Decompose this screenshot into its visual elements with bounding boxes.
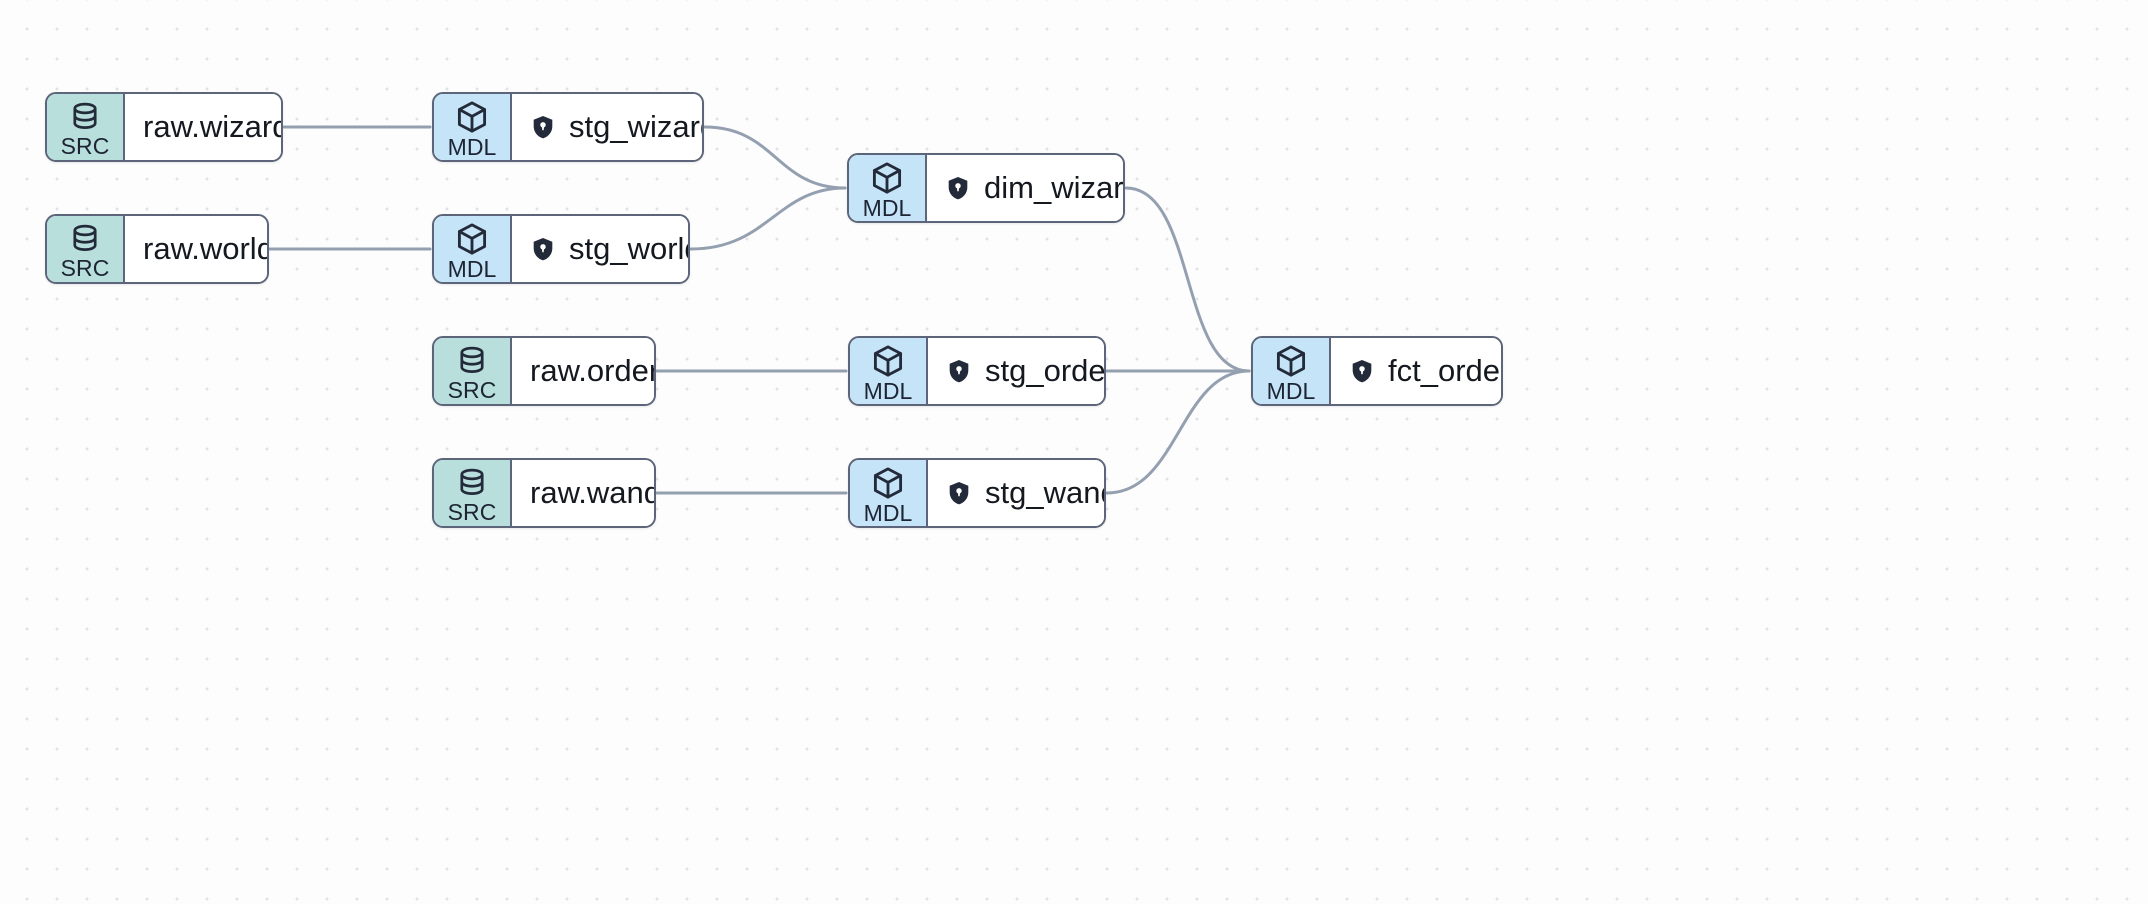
node-badge-raw_worlds: SRC [47,216,125,282]
node-label: raw.orders [530,353,654,388]
node-label: raw.wands [530,475,654,510]
node-body-fct_orders: fct_orders [1331,338,1501,404]
node-body-stg_orders: stg_orders [928,338,1106,404]
edge-stg_wands-to-fct_orders [1105,369,1251,495]
node-type-label: MDL [447,134,497,160]
node-raw_wands[interactable]: SRC raw.wands [432,458,656,528]
node-badge-stg_worlds: MDL [434,216,512,282]
cube-icon [454,99,490,135]
node-body-raw_orders: raw.orders [512,338,654,404]
node-stg_orders[interactable]: MDL stg_orders [848,336,1106,406]
node-stg_wizards[interactable]: MDL stg_wizards [432,92,704,162]
node-body-raw_wands: raw.wands [512,460,654,526]
shield-lock-icon [1349,358,1375,384]
node-label: stg_wizards [569,109,702,144]
node-label: stg_wands [985,475,1104,510]
node-type-label: SRC [60,255,110,281]
node-badge-stg_wands: MDL [850,460,928,526]
node-body-stg_wands: stg_wands [928,460,1104,526]
node-fct_orders[interactable]: MDL fct_orders [1251,336,1503,406]
node-raw_wizards[interactable]: SRC raw.wizards [45,92,283,162]
node-label: raw.worlds [143,231,267,266]
node-type-label: MDL [863,378,913,404]
node-type-label: MDL [1266,378,1316,404]
node-type-label: MDL [863,500,913,526]
node-body-stg_worlds: stg_worlds [512,216,688,282]
node-badge-raw_orders: SRC [434,338,512,404]
shield-lock-icon [946,358,972,384]
database-icon [455,344,489,378]
node-dim_wizards[interactable]: MDL dim_wizards [847,153,1125,223]
node-type-label: SRC [447,499,497,525]
database-icon [68,222,102,256]
edge-stg_worlds-to-dim_wizards [689,186,847,251]
node-badge-stg_wizards: MDL [434,94,512,160]
cube-icon [870,343,906,379]
node-badge-raw_wands: SRC [434,460,512,526]
node-body-raw_worlds: raw.worlds [125,216,267,282]
cube-icon [1273,343,1309,379]
shield-lock-icon [946,480,972,506]
shield-lock-icon [945,175,971,201]
shield-lock-icon [530,236,556,262]
node-badge-raw_wizards: SRC [47,94,125,160]
edge-stg_wizards-to-dim_wizards [703,125,847,190]
node-stg_wands[interactable]: MDL stg_wands [848,458,1106,528]
node-type-label: MDL [447,256,497,282]
node-type-label: SRC [447,377,497,403]
node-label: stg_worlds [569,231,688,266]
node-label: fct_orders [1388,353,1501,388]
database-icon [455,466,489,500]
node-raw_worlds[interactable]: SRC raw.worlds [45,214,269,284]
node-body-raw_wizards: raw.wizards [125,94,281,160]
node-stg_worlds[interactable]: MDL stg_worlds [432,214,690,284]
node-type-label: SRC [60,133,110,159]
shield-lock-icon [530,114,556,140]
cube-icon [454,221,490,257]
node-badge-stg_orders: MDL [850,338,928,404]
node-label: raw.wizards [143,109,281,144]
database-icon [68,100,102,134]
node-body-dim_wizards: dim_wizards [927,155,1124,221]
node-type-label: MDL [862,195,912,221]
node-label: stg_orders [985,353,1106,388]
node-badge-fct_orders: MDL [1253,338,1331,404]
node-label: dim_wizards [984,170,1124,205]
node-badge-dim_wizards: MDL [849,155,927,221]
edge-dim_wizards-to-fct_orders [1124,186,1251,373]
cube-icon [870,465,906,501]
cube-icon [869,160,905,196]
node-body-stg_wizards: stg_wizards [512,94,702,160]
node-raw_orders[interactable]: SRC raw.orders [432,336,656,406]
